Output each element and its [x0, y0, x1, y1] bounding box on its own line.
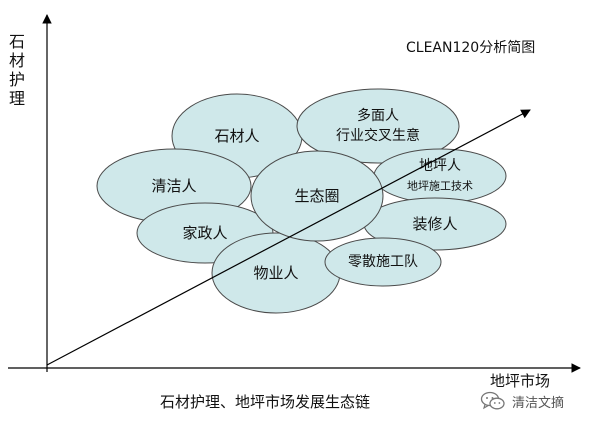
bubble-shape-ecosystem [250, 150, 384, 242]
bubble-label-multi-1: 多面人 [357, 107, 399, 124]
bubble-label-property: 物业人 [253, 264, 298, 282]
bubble-label-decoration: 装修人 [412, 215, 457, 233]
bubble-label-floor-1: 地坪人 [419, 158, 461, 174]
watermark-text: 清洁文摘 [512, 395, 565, 411]
diagram-caption: 石材护理、地坪市场发展生态链 [160, 393, 371, 411]
bubble-shape-crew [324, 237, 442, 287]
bubble-decoration: 装修人 [363, 197, 507, 251]
bubble-label-ecosystem: 生态圈 [294, 187, 339, 205]
wechat-icon [480, 391, 505, 410]
bubble-crew: 零散施工队 [324, 237, 442, 287]
bubble-label-cleaning: 清洁人 [151, 177, 196, 195]
bubble-shape-multi [296, 88, 460, 164]
bubble-label-crew: 零散施工队 [348, 254, 418, 270]
bubble-property: 物业人 [211, 232, 341, 314]
bubble-label-floor-2: 地坪施工技术 [407, 180, 473, 193]
watermark: 清洁文摘 [480, 391, 564, 411]
bubble-ecosystem: 生态圈 [250, 150, 384, 242]
y-axis-label: 石材护理 [8, 32, 25, 108]
diagram-title: CLEAN120分析简图 [406, 40, 536, 56]
bubble-label-stone: 石材人 [214, 127, 259, 145]
bubble-label-multi-2: 行业交叉生意 [336, 127, 420, 144]
bubble-label-housekeeping: 家政人 [182, 224, 227, 242]
growth-arrow [46, 109, 531, 366]
x-axis-label: 地坪市场 [490, 372, 551, 390]
